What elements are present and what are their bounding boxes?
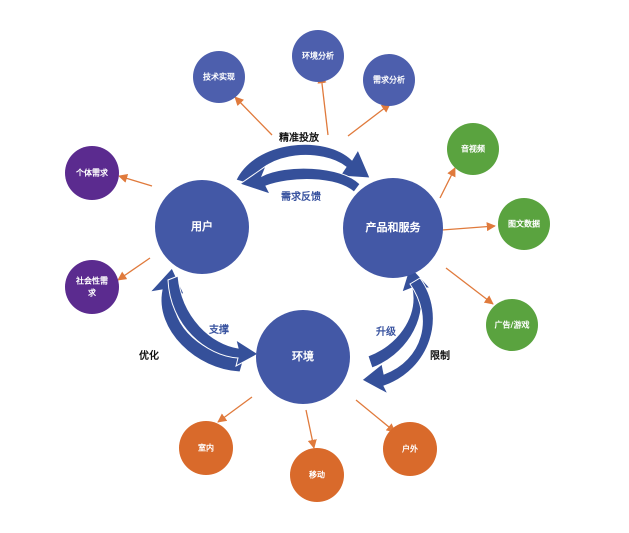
node-outdoor-label: 户外 xyxy=(402,444,418,454)
core-node-environment: 环境 xyxy=(256,310,350,404)
cycle-arrows xyxy=(148,143,434,396)
core-node-user-label: 用户 xyxy=(191,219,213,233)
connector-env-indoor xyxy=(217,396,253,423)
connector-product-image-text xyxy=(441,222,496,232)
node-mobile-label: 移动 xyxy=(309,470,325,480)
core-node-product-label: 产品和服务 xyxy=(366,220,422,234)
connector-product-audio-video xyxy=(439,167,456,199)
connector-user-demand-analysis xyxy=(347,103,391,137)
node-social-needs-label-line1: 社会性需 xyxy=(75,276,108,286)
label-demand-feedback: 需求反馈 xyxy=(281,190,321,203)
node-social-needs: 社会性需 求 xyxy=(65,260,119,314)
arrow-restrict xyxy=(361,277,434,396)
arrow-support xyxy=(167,275,259,367)
connector-env-mobile xyxy=(305,409,317,449)
node-indoor-label: 室内 xyxy=(198,443,214,453)
node-env-analysis-label: 环境分析 xyxy=(302,51,334,61)
arrow-demand-feedback xyxy=(238,164,361,195)
node-image-text: 图文数据 xyxy=(498,198,550,250)
node-personal-needs: 个体需求 xyxy=(65,146,119,200)
node-mobile: 移动 xyxy=(290,448,344,502)
label-support: 支撑 xyxy=(208,323,229,336)
connector-user-social-needs xyxy=(117,257,151,281)
node-social-needs-label-line2: 求 xyxy=(88,288,97,298)
node-indoor: 室内 xyxy=(179,421,233,475)
connector-user-env-analysis xyxy=(317,74,329,136)
label-upgrade: 升级 xyxy=(376,325,397,338)
connector-user-personal-needs xyxy=(118,174,153,187)
connector-env-outdoor xyxy=(355,399,396,433)
core-node-environment-label: 环境 xyxy=(292,349,314,363)
label-restrict: 限制 xyxy=(430,349,450,362)
label-precise-delivery: 精准投放 xyxy=(279,131,320,144)
core-node-product: 产品和服务 xyxy=(343,178,443,278)
node-audio-video: 音视频 xyxy=(447,123,499,175)
node-personal-needs-label: 个体需求 xyxy=(75,168,109,178)
node-ads-games-label: 广告/游戏 xyxy=(495,320,530,330)
label-optimize: 优化 xyxy=(139,349,159,362)
connector-product-ads-games xyxy=(445,267,494,305)
node-ads-games: 广告/游戏 xyxy=(486,299,538,351)
node-tech-label: 技术实现 xyxy=(203,72,235,82)
node-tech: 技术实现 xyxy=(193,51,245,103)
core-node-user: 用户 xyxy=(155,180,249,274)
node-demand-analysis: 需求分析 xyxy=(363,54,415,106)
connector-user-tech xyxy=(234,96,273,136)
node-outdoor: 户外 xyxy=(383,422,437,476)
connectors xyxy=(117,74,496,449)
arrow-precise-delivery xyxy=(235,143,371,185)
node-env-analysis: 环境分析 xyxy=(292,30,344,82)
node-audio-video-label: 音视频 xyxy=(461,144,485,154)
node-image-text-label: 图文数据 xyxy=(508,219,540,229)
node-demand-analysis-label: 需求分析 xyxy=(373,75,405,85)
